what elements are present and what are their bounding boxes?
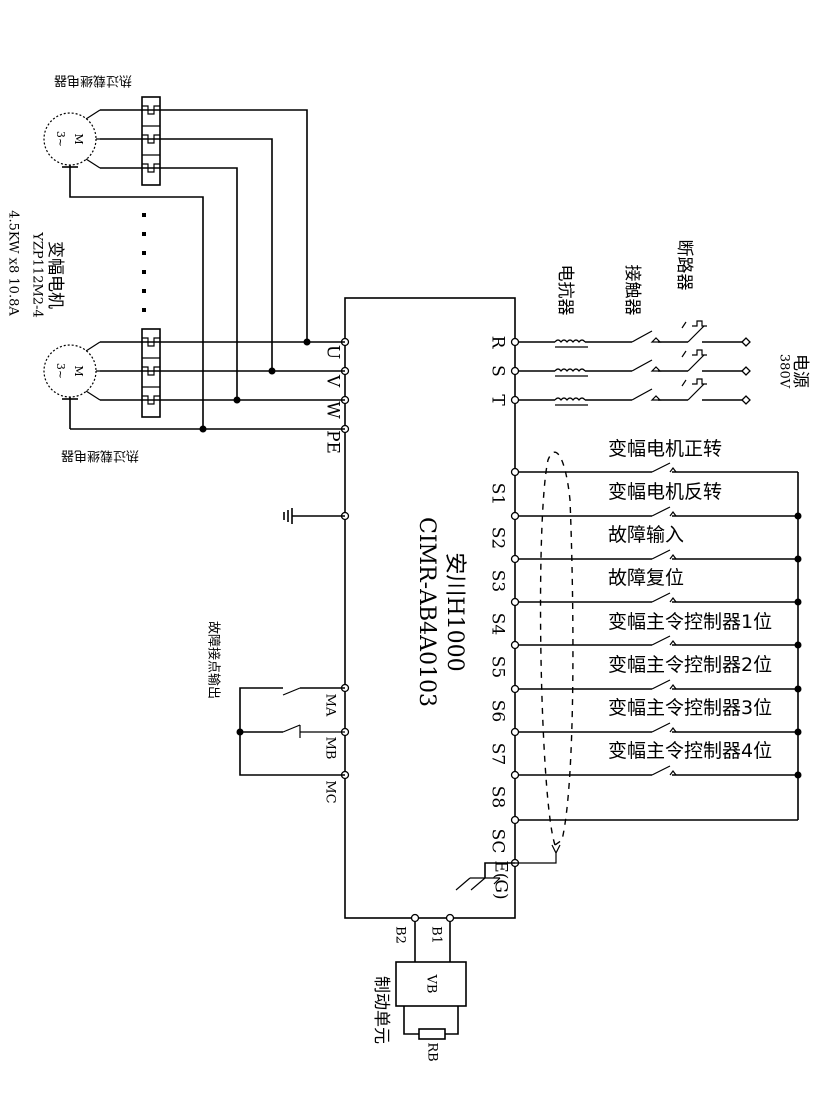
thermal-relays: 热过载继电器 热过载继电器 [54, 73, 161, 463]
terminal-sc: SC [488, 829, 508, 854]
terminal-s5: S5 [488, 656, 508, 678]
terminal-eg: E(G) [491, 860, 511, 899]
input-label-s1: 变幅电机正转 [608, 438, 722, 460]
terminal-t: T [488, 394, 508, 406]
supply-terminal-l2 [741, 366, 751, 376]
terminal-s6: S6 [488, 700, 508, 722]
terminal-s: S [488, 365, 508, 377]
reactor-label: 电抗器 [555, 265, 575, 316]
control-wires [515, 471, 798, 821]
terminal-pe: PE [323, 430, 343, 454]
motor-ellipsis [142, 213, 146, 312]
output-section: U V W PE MA MB MC [69, 109, 350, 804]
control-switches [651, 462, 677, 776]
contactor-label: 接触器 [622, 265, 642, 316]
motor-symbol-letter: M [72, 365, 85, 376]
terminal-v: V [323, 374, 343, 388]
terminal-s2: S2 [488, 527, 508, 549]
terminal-b1: B1 [429, 926, 444, 944]
input-label-s2: 变幅电机反转 [608, 481, 722, 503]
terminal-u: U [323, 345, 343, 359]
shielded-cable [539, 451, 574, 847]
thermal-relay-top [141, 96, 161, 186]
power-supply-voltage: 380V [777, 354, 792, 389]
braking-unit-label: 制动单元 [371, 976, 391, 1044]
motor-rating: 4.5KW x8 10.8A [6, 210, 21, 316]
thermal-relay-label-top: 热过载继电器 [54, 73, 132, 88]
motor-model: YZP112M2-4 [30, 231, 45, 317]
supply-terminal-l1 [741, 337, 751, 347]
control-input-section: S1 S2 S3 S4 S5 S6 S7 S8 SC 变幅电机正转 变幅电机反转… [488, 438, 802, 868]
inverter-model-label: 安川H1000 [442, 552, 467, 671]
motor-symbol-letter: M [72, 133, 85, 144]
input-label-s4: 故障复位 [608, 567, 684, 589]
terminal-s8: S8 [488, 786, 508, 808]
terminal-s1: S1 [488, 483, 508, 505]
inverter-box: 安川H1000 CIMR-AB4A0103 [344, 297, 516, 919]
motor-specs: 变幅电机 YZP112M2-4 4.5KW x8 10.8A [6, 210, 66, 317]
motor-symbol-phase: 3~ [54, 131, 67, 147]
terminal-s7: S7 [488, 743, 508, 765]
contactor-symbols [631, 330, 662, 401]
reactor-symbols [554, 339, 588, 406]
terminal-mb: MB [323, 737, 338, 760]
ground-eg-section: E(G) [455, 860, 515, 900]
thermal-relay-label-bottom: 热过载继电器 [61, 448, 139, 463]
power-input-section: R S T 电抗器 接触器 断路器 电源 380V [488, 240, 811, 407]
input-label-s3: 故障输入 [608, 524, 684, 546]
supply-terminal-l3 [741, 395, 751, 405]
braking-unit-code: VB [424, 974, 439, 994]
braking-resistor-code: RB [425, 1042, 440, 1061]
terminal-mc: MC [323, 780, 338, 803]
power-supply-label: 电源 [790, 354, 810, 388]
input-label-s5: 变幅主令控制器1位 [608, 611, 772, 633]
motor-name: 变幅电机 [45, 241, 65, 309]
motor-bottom: M 3~ [43, 341, 101, 429]
terminal-s4: S4 [488, 613, 508, 635]
motor-symbol-phase: 3~ [54, 363, 67, 379]
input-label-s7: 变幅主令控制器3位 [608, 697, 772, 719]
terminal-b2: B2 [393, 926, 408, 944]
braking-resistor [418, 1028, 446, 1040]
thermal-relay-bottom [141, 328, 161, 418]
terminal-s3: S3 [488, 570, 508, 592]
terminal-w: W [323, 401, 343, 419]
terminal-ma: MA [323, 694, 338, 717]
terminal-r: R [488, 336, 508, 350]
braking-unit-box [395, 961, 467, 1007]
braking-section: VB RB B1 B2 制动单元 [371, 913, 467, 1062]
breaker-label: 断路器 [674, 240, 694, 291]
motor-top: M 3~ [43, 109, 101, 185]
inverter-outline [344, 297, 516, 919]
breaker-symbols [681, 320, 707, 401]
fault-output-label: 故障接点输出 [206, 621, 222, 699]
inverter-part-number: CIMR-AB4A0103 [414, 517, 439, 707]
input-label-s8: 变幅主令控制器4位 [608, 740, 772, 762]
input-label-s6: 变幅主令控制器2位 [608, 654, 772, 676]
